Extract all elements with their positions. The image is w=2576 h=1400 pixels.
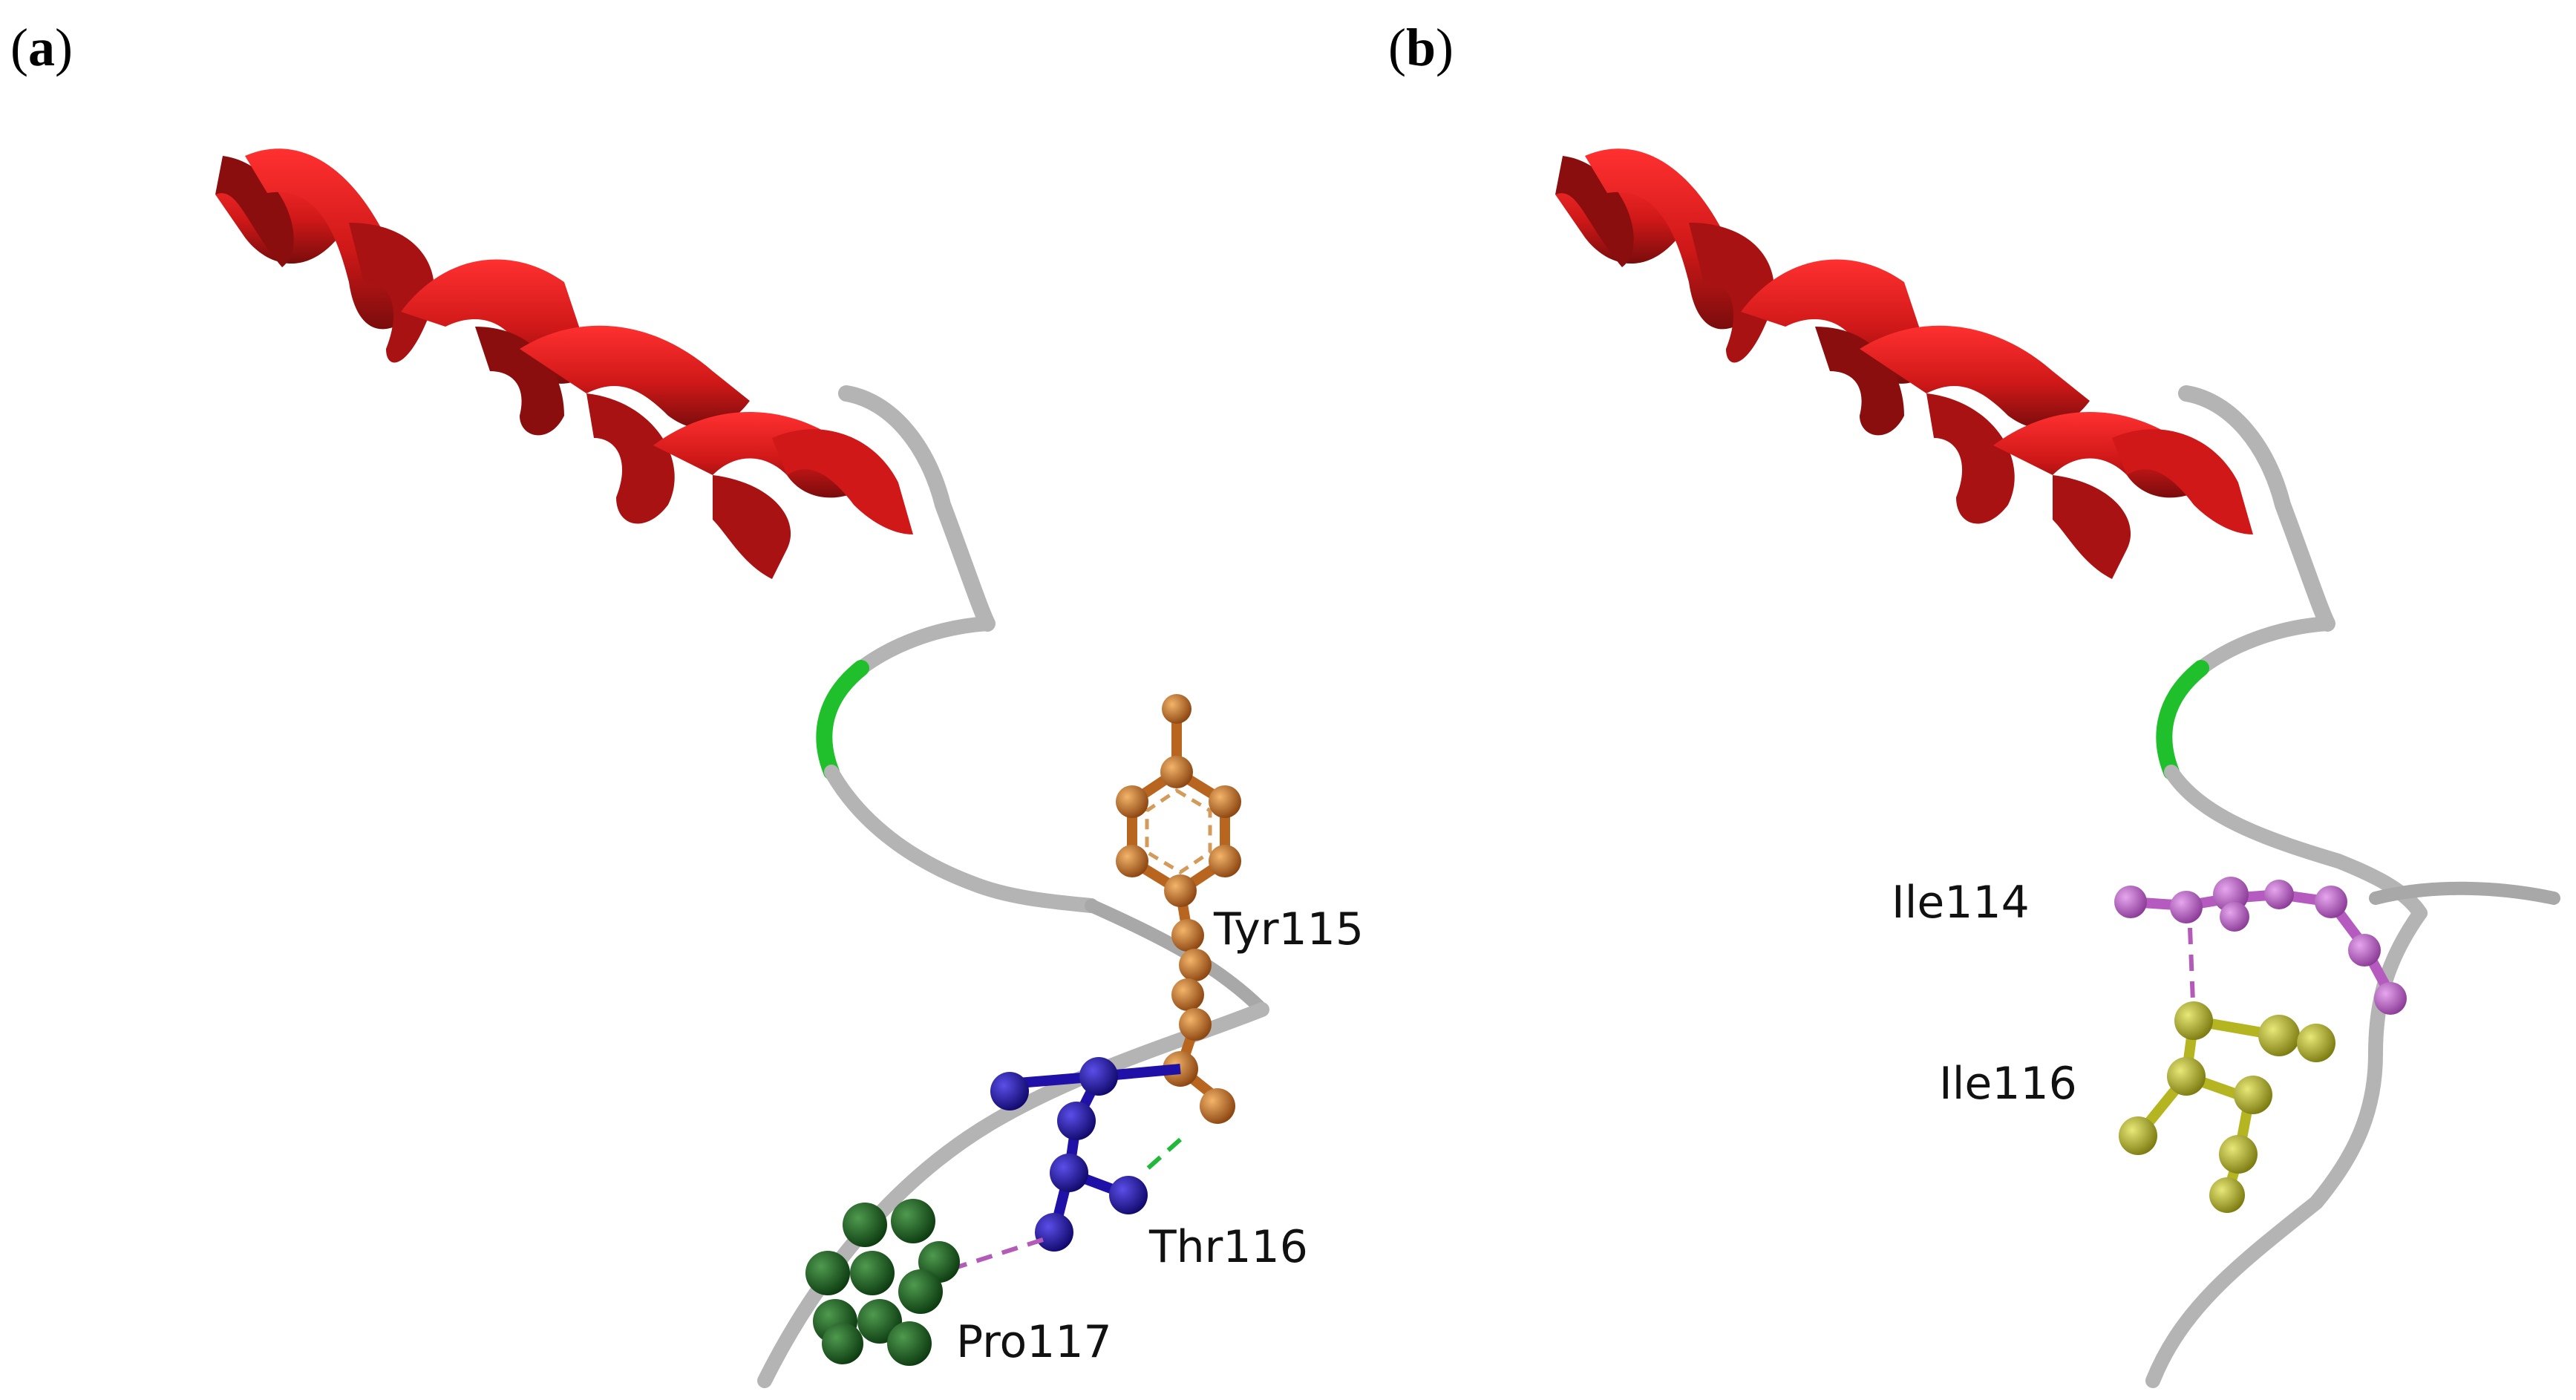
label-tyr115: Tyr115 [1213,903,1364,955]
hydrophobic-contact-thr-pro [949,1237,1044,1272]
residue-pro117 [805,1199,960,1366]
panel-a: (a) [10,18,1364,1388]
panel-b-backbone-coil [2145,385,2560,1388]
residue-ile114 [2114,877,2407,1015]
panel-b-alpha-helix [1555,148,2253,579]
label-ile114: Ile114 [1892,877,2030,929]
label-ile116: Ile116 [1939,1058,2077,1110]
panel-b-label: (b) [1388,18,1454,77]
panel-a-label: (a) [10,18,73,77]
hydrophobic-contact-ile114-ile116 [2188,927,2196,1021]
label-pro117: Pro117 [956,1316,1112,1368]
label-thr116: Thr116 [1148,1221,1308,1273]
panel-a-alpha-helix [215,148,913,579]
residue-ile116 [2119,1001,2335,1213]
residue-tyr115 [1116,694,1241,1124]
panel-b: (b) [1388,18,2560,1388]
hydrogen-bond-tyr-thr [1145,1137,1182,1171]
residue-thr116 [990,1057,1181,1252]
